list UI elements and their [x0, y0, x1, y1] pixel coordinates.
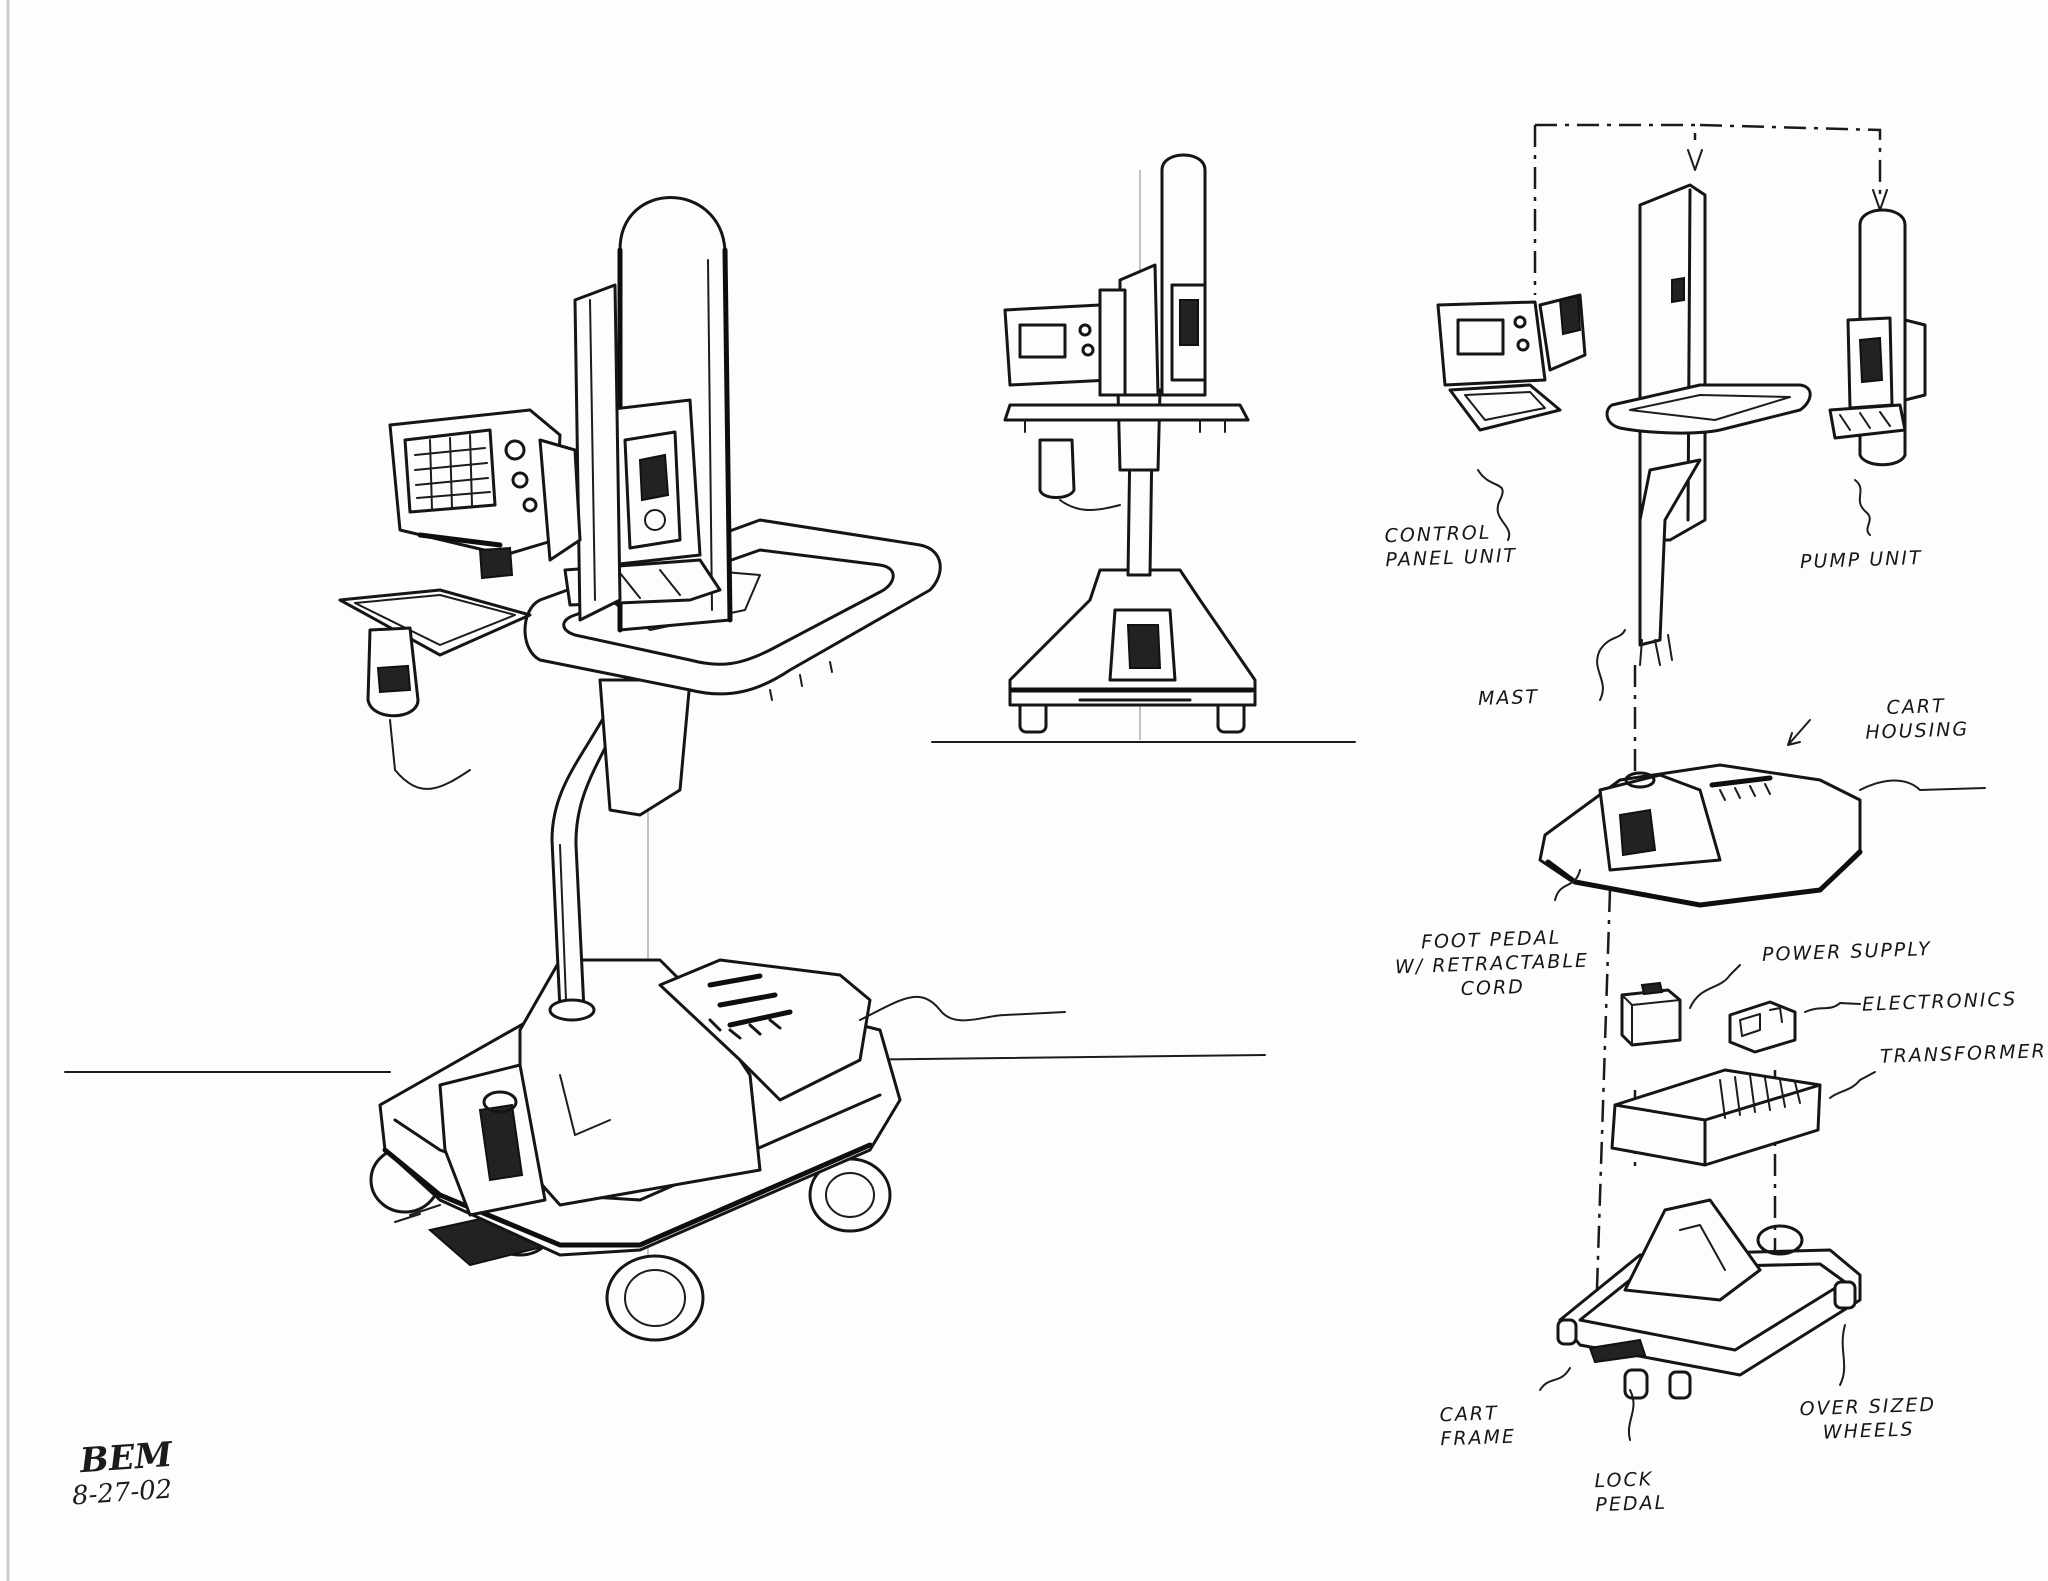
label-wheels-line1: OVER SIZED [1799, 1393, 1937, 1421]
leader-control-panel [1477, 469, 1511, 541]
label-cart-frame-line1: CART [1439, 1402, 1500, 1427]
label-control-panel-unit: CONTROL PANEL UNIT [1384, 520, 1517, 573]
exploded-view [1436, 123, 1986, 1441]
label-wheels-line2: WHEELS [1822, 1418, 1915, 1444]
leader-electronics [1804, 1002, 1861, 1013]
side-view-cart [931, 153, 1356, 743]
label-foot-pedal: FOOT PEDAL W/ RETRACTABLE CORD [1394, 925, 1590, 1004]
leader-foot-pedal [1554, 869, 1581, 901]
mast-pole [548, 678, 692, 1022]
control-panel-unit [1436, 293, 1587, 541]
label-cart-housing-line1: CART [1886, 694, 1947, 720]
power-cord-large [859, 995, 1066, 1022]
label-lock-pedal-line1: LOCK [1594, 1468, 1654, 1493]
label-lock-pedal-line2: PEDAL [1595, 1491, 1668, 1517]
leader-wheels [1839, 1324, 1846, 1386]
label-pump-unit: PUMP UNIT [1799, 546, 1923, 574]
perspective-cart-view [64, 196, 1266, 1342]
iv-bag-large [366, 626, 471, 790]
cart-base [378, 958, 902, 1257]
power-supply [1620, 964, 1741, 1047]
cart-frame [1539, 1198, 1862, 1441]
assembly-path-top [1533, 123, 1882, 295]
label-cart-housing: CART HOUSING [1864, 693, 1969, 745]
pump-column [563, 196, 733, 633]
leader-cart-housing [1787, 719, 1811, 746]
label-oversized-wheels: OVER SIZED WHEELS [1799, 1393, 1937, 1446]
label-lock-pedal: LOCK PEDAL [1594, 1467, 1667, 1517]
leader-mast [1596, 629, 1626, 701]
label-mast: MAST [1477, 685, 1540, 711]
electronics-board [1728, 1000, 1861, 1054]
floor-line [64, 1054, 1266, 1073]
pump-unit [1828, 208, 1927, 536]
leader-power-supply [1689, 964, 1741, 1009]
label-control-panel-line2: PANEL UNIT [1385, 544, 1518, 572]
cart-housing [1538, 719, 1986, 908]
leader-pump [1854, 479, 1871, 536]
label-cart-housing-line2: HOUSING [1865, 718, 1970, 744]
label-cart-frame: CART FRAME [1439, 1401, 1516, 1452]
leader-lock-pedal [1627, 1389, 1635, 1441]
leader-transformer [1829, 1071, 1876, 1099]
leader-cart-frame [1539, 1367, 1571, 1391]
signature-initials: BEM [78, 1434, 174, 1482]
housing-cord [1859, 779, 1986, 791]
label-cart-frame-line2: FRAME [1440, 1425, 1517, 1451]
transformer-unit [1610, 1068, 1876, 1167]
mast-unit [1596, 183, 1812, 701]
control-panel-large [338, 408, 582, 657]
